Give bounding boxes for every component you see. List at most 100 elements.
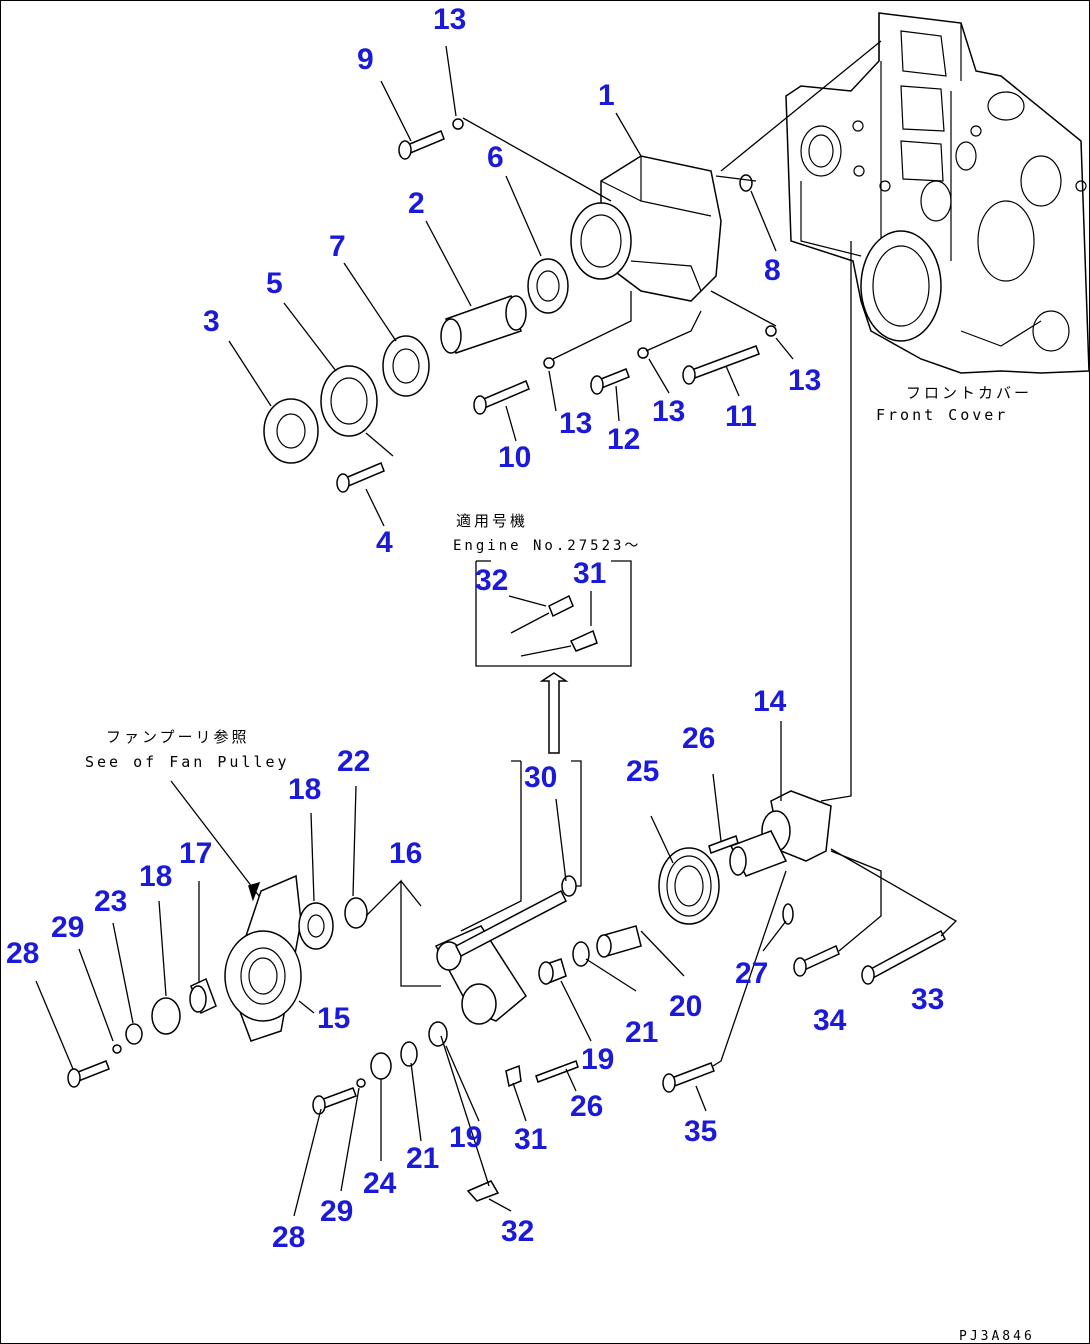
label-14: 14 xyxy=(753,685,787,718)
label-18-right: 18 xyxy=(288,773,321,806)
front-cover-drawing xyxy=(785,12,1089,374)
label-35: 35 xyxy=(684,1115,717,1148)
bolt-11 xyxy=(682,345,760,385)
arm-16 xyxy=(434,889,567,1025)
bearing-7 xyxy=(382,335,430,397)
label-13-mid: 13 xyxy=(652,395,685,428)
label-34: 34 xyxy=(813,1004,847,1037)
label-1: 1 xyxy=(598,79,615,112)
label-6: 6 xyxy=(487,141,504,174)
applicable-jp: 適用号機 xyxy=(456,512,528,530)
seal-22 xyxy=(344,897,368,929)
label-18-left: 18 xyxy=(139,860,172,893)
label-29-left: 29 xyxy=(51,911,84,944)
leader-lines-lower xyxy=(35,721,958,1217)
label-11: 11 xyxy=(725,400,757,433)
spring-25 xyxy=(658,847,720,925)
washer-29-lower xyxy=(356,1078,366,1088)
bearing-18-left xyxy=(151,997,181,1035)
bolt-35 xyxy=(662,1062,715,1093)
cover-3 xyxy=(263,398,319,464)
label-8: 8 xyxy=(764,254,781,287)
washer-13-top xyxy=(452,118,464,130)
label-4: 4 xyxy=(376,526,393,559)
label-23: 23 xyxy=(94,885,127,918)
shaft-2 xyxy=(440,295,527,354)
washer-13-mid xyxy=(637,347,649,359)
bolt-9 xyxy=(398,130,445,160)
fan-pulley-15 xyxy=(224,874,302,1042)
label-31-box: 31 xyxy=(573,557,606,590)
engine-applicability-box xyxy=(475,560,632,754)
label-20: 20 xyxy=(669,990,702,1023)
washer-29-left xyxy=(112,1044,122,1054)
front-cover-en: Front Cover xyxy=(876,406,1008,424)
part-number-labels: 13 9 1 6 2 7 5 3 8 13 11 13 13 12 10 4 3… xyxy=(6,3,944,1254)
bolt-12 xyxy=(590,368,630,395)
label-13-right: 13 xyxy=(788,364,821,397)
fan-pulley-jp: ファンプーリ参照 xyxy=(106,728,250,746)
bolt-28-lower xyxy=(312,1087,357,1115)
bolt-4 xyxy=(336,462,385,493)
bracket-14 xyxy=(729,790,832,877)
front-cover-jp: フロントカバー xyxy=(906,384,1032,402)
bolt-34 xyxy=(793,944,840,977)
label-32-lower: 32 xyxy=(501,1215,534,1248)
label-19-lower: 19 xyxy=(449,1121,482,1154)
label-29-lower: 29 xyxy=(320,1195,353,1228)
label-19-upper: 19 xyxy=(581,1043,614,1076)
label-17: 17 xyxy=(179,837,212,870)
bracket-housing-1 xyxy=(570,155,722,302)
drawing-code: PJ3A846 xyxy=(959,1329,1035,1344)
snap-ring-21-upper xyxy=(572,941,590,967)
bearing-18-right xyxy=(298,902,334,950)
clip-32-lower xyxy=(466,1180,500,1202)
label-7: 7 xyxy=(329,230,346,263)
snap-ring-21-lower xyxy=(400,1041,418,1067)
washer-23 xyxy=(125,1023,143,1045)
label-24: 24 xyxy=(363,1167,397,1200)
plug-30 xyxy=(561,875,577,897)
label-28-left: 28 xyxy=(6,937,39,970)
label-13: 13 xyxy=(433,3,466,36)
gasket-5 xyxy=(320,365,378,437)
bolt-10 xyxy=(473,380,530,415)
washer-13-right xyxy=(765,325,777,337)
label-31-lower: 31 xyxy=(514,1123,547,1156)
label-10: 10 xyxy=(498,441,531,474)
fan-pulley-arrow xyxy=(248,881,261,902)
pin-26-lower xyxy=(535,1060,579,1083)
bolt-28-left xyxy=(67,1060,110,1088)
bearing-18-right-inner xyxy=(307,914,325,938)
bearing-6 xyxy=(527,258,569,314)
fan-pulley-en: See of Fan Pulley xyxy=(85,753,290,771)
label-30: 30 xyxy=(524,761,557,794)
bushing-19-upper xyxy=(538,958,567,986)
label-28-lower: 28 xyxy=(272,1221,305,1254)
washer-13-left xyxy=(543,357,555,369)
label-21-lower: 21 xyxy=(406,1142,439,1175)
leader-lines-upper xyxy=(228,40,882,802)
label-12: 12 xyxy=(607,423,640,456)
pin-26-upper xyxy=(708,835,739,854)
washer-24 xyxy=(370,1052,392,1080)
applicable-en: Engine No.27523～ xyxy=(453,538,641,554)
grease-nipple-31 xyxy=(505,1064,522,1088)
label-15: 15 xyxy=(317,1002,350,1035)
label-22: 22 xyxy=(337,745,370,778)
bushing-20 xyxy=(596,925,642,958)
label-32-box: 32 xyxy=(475,564,508,597)
label-25: 25 xyxy=(626,755,659,788)
label-9: 9 xyxy=(357,43,374,76)
label-2: 2 xyxy=(408,187,425,220)
label-26-lower: 26 xyxy=(570,1090,603,1123)
bolt-33 xyxy=(861,929,946,985)
spacer-17 xyxy=(189,977,217,1015)
label-3: 3 xyxy=(203,305,220,338)
label-21-upper: 21 xyxy=(625,1016,658,1049)
label-26-upper: 26 xyxy=(682,722,715,755)
label-13-left: 13 xyxy=(559,407,592,440)
notes: フロントカバー Front Cover 適用号機 Engine No.27523… xyxy=(85,384,1035,1344)
